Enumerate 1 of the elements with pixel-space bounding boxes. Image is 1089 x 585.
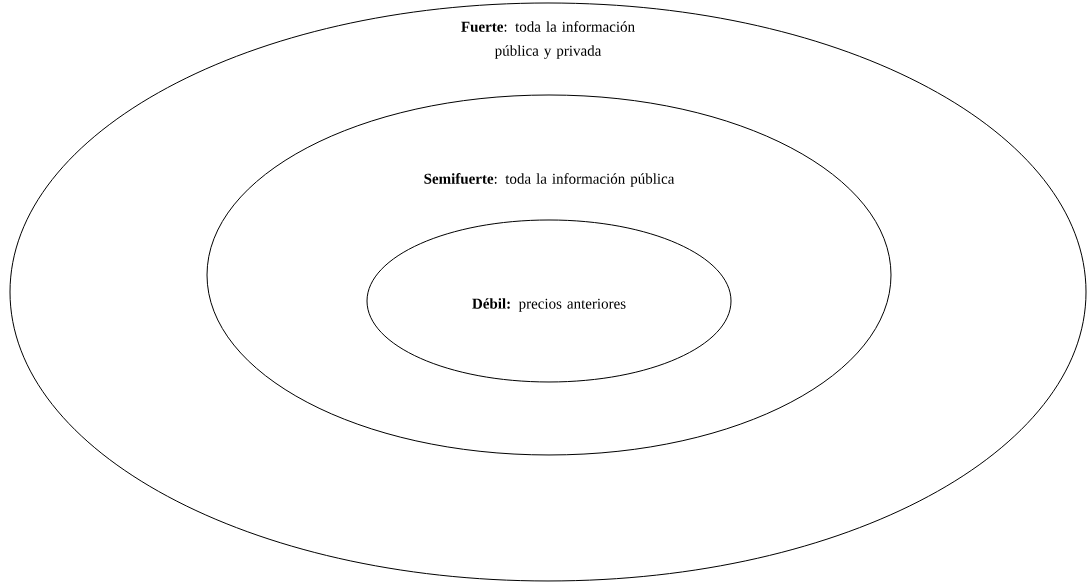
ellipse-ring: Débil: precios anteriores xyxy=(366,219,732,383)
